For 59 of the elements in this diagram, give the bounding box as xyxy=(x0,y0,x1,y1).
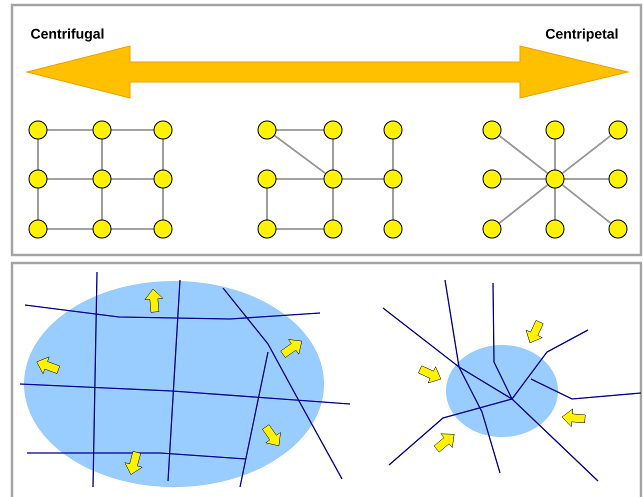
node-circle xyxy=(482,120,502,140)
node-circle xyxy=(384,220,402,238)
node-circle xyxy=(608,220,628,238)
connector-line xyxy=(112,178,154,180)
node-circle xyxy=(28,120,48,140)
connector-line xyxy=(392,140,394,170)
connector-line xyxy=(112,228,154,230)
connector-line xyxy=(48,129,92,131)
connector-line xyxy=(37,188,39,220)
connector-line xyxy=(162,188,164,220)
connector-line xyxy=(554,188,556,220)
node-circle xyxy=(154,120,172,140)
node-circle xyxy=(92,170,112,188)
connector-line xyxy=(162,140,164,170)
connector-line xyxy=(554,140,556,170)
node-circle xyxy=(92,220,112,238)
connector-line xyxy=(276,228,324,230)
connector-line xyxy=(342,178,384,180)
scale-label: Centrifugal xyxy=(31,28,104,42)
node-circle xyxy=(608,170,628,188)
connector-line xyxy=(562,135,612,174)
connector-line xyxy=(37,140,39,170)
node-circle xyxy=(154,170,172,188)
connector-line xyxy=(101,140,103,170)
connector-line xyxy=(274,134,326,174)
node-circle xyxy=(546,170,564,188)
connector-line xyxy=(332,188,334,220)
connector-line xyxy=(562,184,612,224)
connector-line xyxy=(112,129,154,131)
node-circle xyxy=(546,220,564,238)
node-circle xyxy=(28,170,48,188)
node-circle xyxy=(258,220,276,238)
node-circle xyxy=(324,170,342,188)
node-circle xyxy=(608,120,628,140)
connector-line xyxy=(48,228,92,230)
connector-line xyxy=(502,178,546,180)
node-circle xyxy=(324,220,342,238)
connector-line xyxy=(564,178,608,180)
connector-line xyxy=(392,188,394,220)
connector-line xyxy=(498,184,548,224)
node-circle xyxy=(154,220,172,238)
scale-label: Centripetal xyxy=(546,28,618,42)
node-circle xyxy=(482,170,502,188)
connector-line xyxy=(48,178,92,180)
node-circle xyxy=(92,120,112,140)
connector-line xyxy=(276,129,324,131)
node-circle xyxy=(258,170,276,188)
connector-line xyxy=(266,188,268,220)
node-circle xyxy=(324,120,342,140)
node-circle xyxy=(258,120,276,140)
node-circle xyxy=(482,220,502,238)
node-circle xyxy=(546,120,564,140)
connector-line xyxy=(498,135,548,174)
node-circle xyxy=(384,170,402,188)
connector-line xyxy=(332,140,334,170)
connector-line xyxy=(276,178,324,180)
node-circle xyxy=(384,120,402,140)
connector-line xyxy=(101,188,103,220)
node-circle xyxy=(28,220,48,238)
